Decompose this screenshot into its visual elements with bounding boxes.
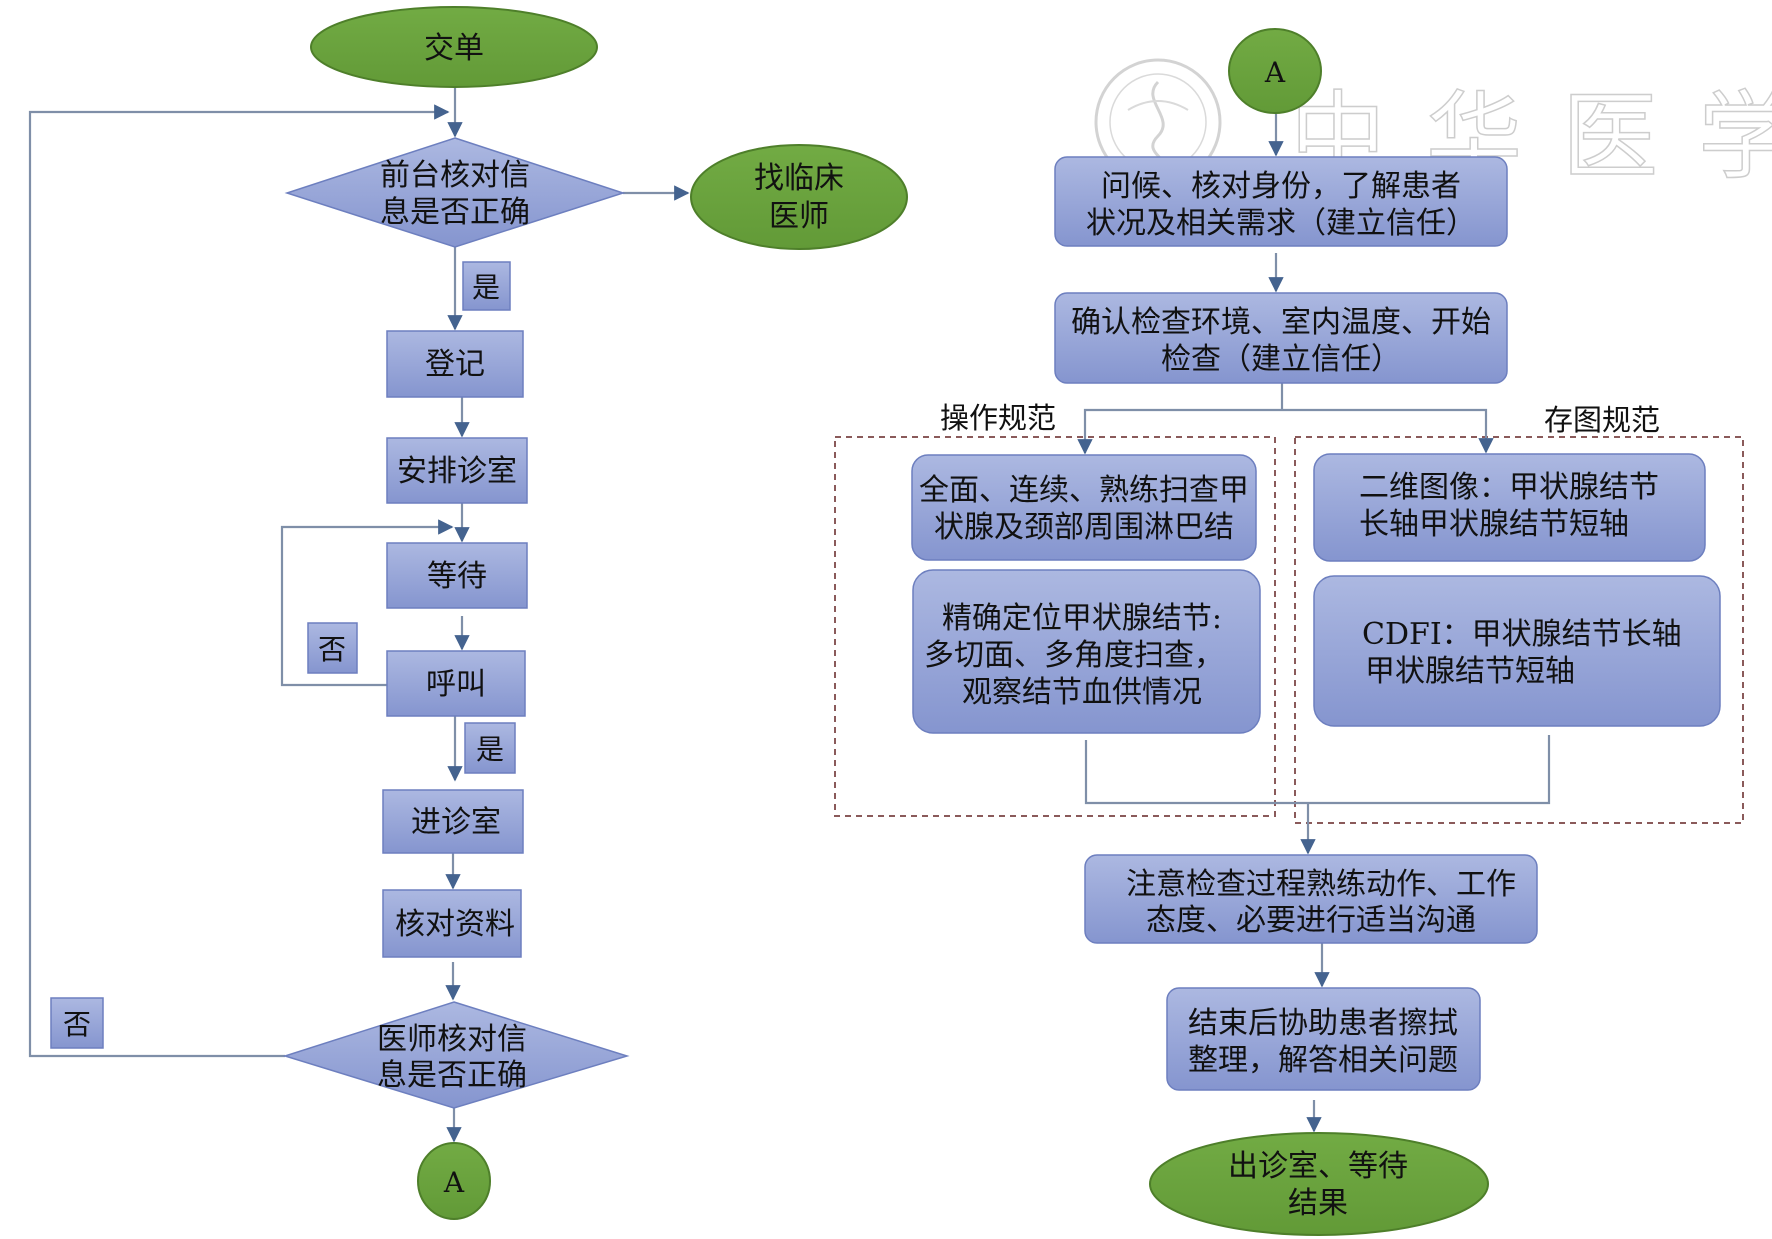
node-greet-verify[interactable]: 问候、核对身份，了解患者 状况及相关需求（建立信任） — [1054, 156, 1508, 247]
yes-badge-decision1: 是 — [462, 261, 511, 311]
wait-label: 等待 — [427, 559, 487, 594]
check-records-label: 核对资料 — [395, 907, 515, 942]
node-assist-after-exam[interactable]: 结束后协助患者擦拭 整理，解答相关问题 — [1166, 987, 1481, 1091]
assign-room-label: 安排诊室 — [397, 454, 517, 489]
connector-split-left — [1077, 408, 1282, 455]
confirm-line1: 确认检查环境、室内温度、开始 — [1071, 305, 1491, 340]
full-scan-line1: 全面、连续、熟练扫查甲 — [919, 473, 1249, 508]
node-2d-image[interactable]: 二维图像：甲状腺结节 长轴甲状腺结节短轴 — [1313, 453, 1706, 562]
locate-line3: 观察结节血供情况 — [962, 675, 1202, 710]
no-label: 否 — [63, 1008, 91, 1041]
node-end-leave-room[interactable]: 出诊室、等待 结果 — [1149, 1132, 1489, 1236]
assist-line2: 整理，解答相关问题 — [1188, 1043, 1458, 1078]
no-label: 否 — [318, 633, 346, 666]
node-start-label: 交单 — [424, 31, 484, 66]
register-label: 登记 — [425, 347, 485, 382]
node-enter-room[interactable]: 进诊室 — [382, 789, 524, 854]
end-line2: 结果 — [1288, 1186, 1348, 1221]
decision2-line2: 息是否正确 — [377, 1058, 527, 1093]
connector-A-label: A — [443, 1166, 465, 1199]
cdfi-line2: 甲状腺结节短轴 — [1365, 654, 1575, 689]
decision2-line1: 医师核对信 — [377, 1022, 527, 1057]
yes-badge-call: 是 — [464, 722, 516, 774]
connector-split-right — [1282, 408, 1494, 454]
node-register[interactable]: 登记 — [386, 330, 524, 398]
attention-line1: 注意检查过程熟练动作、工作 — [1126, 867, 1516, 902]
cdfi-line1: CDFI：甲状腺结节长轴 — [1362, 617, 1682, 652]
no-badge-decision2: 否 — [50, 997, 104, 1049]
node-attention-during-exam[interactable]: 注意检查过程熟练动作、工作 态度、必要进行适当沟通 — [1084, 854, 1538, 944]
connector-call-no-loop — [280, 519, 454, 687]
group-title-operation-standards: 操作规范 — [940, 401, 1056, 435]
call-label: 呼叫 — [426, 667, 486, 702]
decision1-line2: 息是否正确 — [380, 195, 530, 230]
2d-image-line2: 长轴甲状腺结节短轴 — [1359, 507, 1629, 542]
find-clinician-line2: 医师 — [769, 199, 829, 234]
node-start[interactable]: 交单 — [310, 6, 598, 88]
left-connectors — [28, 87, 690, 1143]
frame-image-storage-standards — [1294, 436, 1744, 824]
connector-groups-merge — [1084, 735, 1551, 805]
attention-line2: 态度、必要进行适当沟通 — [1146, 903, 1476, 938]
locate-line2: 多切面、多角度扫查， — [924, 638, 1224, 673]
group-title-image-storage-standards: 存图规范 — [1544, 403, 1660, 437]
connector-A-in-label: A — [1264, 56, 1286, 89]
enter-room-label: 进诊室 — [411, 805, 501, 840]
node-decision-doctor-check[interactable]: 医师核对信 息是否正确 — [282, 1001, 630, 1109]
decision1-line1: 前台核对信 — [380, 158, 530, 193]
yes-label: 是 — [476, 733, 504, 766]
find-clinician-line1: 找临床 — [754, 161, 844, 196]
node-decision-frontdesk-check[interactable]: 前台核对信 息是否正确 — [284, 137, 626, 248]
yes-label: 是 — [472, 271, 500, 304]
greet-line2: 状况及相关需求（建立信任） — [1086, 206, 1476, 241]
node-check-records[interactable]: 核对资料 — [382, 889, 522, 958]
locate-line1: 精确定位甲状腺结节: — [942, 601, 1222, 636]
greet-line1: 问候、核对身份，了解患者 — [1101, 169, 1461, 204]
node-wait[interactable]: 等待 — [386, 542, 528, 609]
frame-operation-standards — [834, 436, 1276, 817]
node-assign-room[interactable]: 安排诊室 — [386, 437, 528, 504]
full-scan-line2: 状腺及颈部周围淋巴结 — [934, 510, 1234, 545]
no-badge-call: 否 — [307, 622, 358, 674]
connector-A-out[interactable]: A — [417, 1142, 491, 1220]
node-full-scan[interactable]: 全面、连续、熟练扫查甲 状腺及颈部周围淋巴结 — [911, 454, 1257, 561]
node-confirm-environment[interactable]: 确认检查环境、室内温度、开始 检查（建立信任） — [1054, 292, 1508, 384]
node-locate-nodule[interactable]: 精确定位甲状腺结节: 多切面、多角度扫查， 观察结节血供情况 — [912, 569, 1261, 734]
2d-image-line1: 二维图像：甲状腺结节 — [1359, 470, 1659, 505]
right-connectors — [1077, 113, 1551, 1133]
node-call[interactable]: 呼叫 — [386, 650, 526, 717]
connector-A-in[interactable]: A — [1228, 28, 1322, 114]
node-cdfi[interactable]: CDFI：甲状腺结节长轴 甲状腺结节短轴 — [1313, 575, 1721, 727]
connector-decision2-no-loop — [28, 104, 450, 1058]
confirm-line2: 检查（建立信任） — [1161, 342, 1401, 377]
assist-line1: 结束后协助患者擦拭 — [1188, 1006, 1458, 1041]
end-line1: 出诊室、等待 — [1228, 1149, 1408, 1184]
node-find-clinician[interactable]: 找临床 医师 — [690, 144, 908, 250]
